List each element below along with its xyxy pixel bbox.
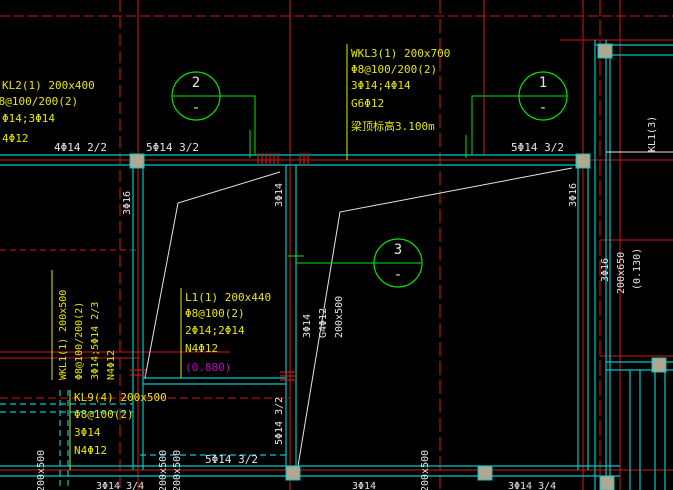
l1-line-1: L1(1) 200x440 xyxy=(185,291,271,304)
column-bottom-mid xyxy=(285,465,301,481)
rebar-top-right: 5Φ14 3/2 xyxy=(511,141,564,154)
wkl1-line-1: WKL1(1) 200x500 xyxy=(58,290,69,380)
axis-bubble-1: 1 - xyxy=(465,71,568,158)
rebar-bottom-col-a: 200x500 xyxy=(158,450,169,490)
rebar-ticks xyxy=(130,153,309,381)
kl1-right-label: KL1(3) xyxy=(647,116,658,152)
rebar-left-col: 3Φ16 xyxy=(122,191,133,215)
columns xyxy=(129,43,667,490)
axis-bubble-3: 3 - xyxy=(288,238,423,288)
wkl3-line-5: 梁顶标高3.100m xyxy=(351,119,435,133)
column-right-mid xyxy=(651,357,667,373)
wkl3-line-4: G6Φ12 xyxy=(351,97,384,110)
right-beam-line-3: (0.130) xyxy=(632,248,643,290)
label-wkl1: WKL1(1) 200x500 Φ8@100/200(2) 3Φ14;5Φ14 … xyxy=(51,270,117,380)
rebar-bottom-mid-2: 200x500 xyxy=(172,450,183,490)
column-top-far-right xyxy=(597,43,613,59)
l1-line-2: Φ8@100(2) xyxy=(185,307,245,320)
rebar-bottom-left-1: 3Φ14 3/4 xyxy=(96,481,144,490)
kl2-line-3: Φ14;3Φ14 xyxy=(2,112,55,125)
axis-1-number: 1 xyxy=(539,75,547,91)
l1-level: (0.880) xyxy=(185,361,231,374)
label-kl9: KL9(4) 200x500 Φ8@100(2) 3Φ14 N4Φ12 xyxy=(69,390,167,470)
rebar-top-mid: 5Φ14 3/2 xyxy=(146,141,199,154)
bottom-labels: 3Φ14 3/4 200x500 200x500 3Φ14 200x500 20… xyxy=(36,450,556,490)
label-kl2: KL2(1) 200x400 Φ8@100/200(2) Φ14;3Φ14 4Φ… xyxy=(0,79,95,145)
mid-beam-line-1: 3Φ14 xyxy=(302,314,313,338)
axis-bubble-2: 2 - xyxy=(171,71,256,158)
wkl3-line-1: WKL3(1) 200x700 xyxy=(351,47,450,60)
rebar-bottom-mid: 5Φ14 3/2 xyxy=(205,453,258,466)
wkl1-line-3: 3Φ14;5Φ14 2/3 xyxy=(90,302,101,380)
slab-line-left xyxy=(144,171,281,379)
kl2-line-1: KL2(1) 200x400 xyxy=(2,79,95,92)
rebar-bottom-left-2: 200x500 xyxy=(36,450,47,490)
kl9-line-1: KL9(4) 200x500 xyxy=(74,391,167,404)
kl9-line-2: Φ8@100(2) xyxy=(74,408,134,421)
right-beam-line-1: 3Φ16 xyxy=(600,258,611,282)
rebar-bottom-col-b: 3Φ14 3/4 xyxy=(508,481,556,490)
l1-line-4: N4Φ12 xyxy=(185,342,218,355)
axis-2-number: 2 xyxy=(192,75,200,91)
column-top-left xyxy=(129,153,145,169)
wkl3-line-2: Φ8@100/200(2) xyxy=(351,63,437,76)
l1-line-3: 2Φ14;2Φ14 xyxy=(185,324,245,337)
axis-3-sub: - xyxy=(394,267,402,283)
vertical-labels: 3Φ16 3Φ14 3Φ16 5Φ14 3/2 3Φ14 G4Φ12 200x5… xyxy=(122,116,673,445)
kl2-line-2: Φ8@100/200(2) xyxy=(0,95,78,108)
slab-lines xyxy=(144,167,573,467)
label-l1: L1(1) 200x440 Φ8@100(2) 2Φ14;2Φ14 N4Φ12 … xyxy=(180,288,271,378)
kl9-line-4: N4Φ12 xyxy=(74,444,107,457)
mid-beam-line-3: 200x500 xyxy=(334,296,345,338)
right-beam-line-2: 200x650 xyxy=(616,252,627,294)
rebar-top-left: 4Φ14 2/2 xyxy=(54,141,107,154)
wkl1-line-4: N4Φ12 xyxy=(106,350,117,380)
wkl1-line-2: Φ8@100/200(2) xyxy=(74,302,85,380)
column-bottom-right xyxy=(477,465,493,481)
rebar-mid-col-bottom: 5Φ14 3/2 xyxy=(274,397,285,445)
rebar-bottom-right-2: 200x500 xyxy=(420,450,431,490)
axis-1-sub: - xyxy=(539,100,547,116)
rebar-right-col: 3Φ16 xyxy=(568,183,579,207)
top-rebar-labels: 4Φ14 2/2 5Φ14 3/2 5Φ14 3/2 5Φ14 3/2 xyxy=(54,141,564,466)
kl9-line-3: 3Φ14 xyxy=(74,426,101,439)
axis-3-number: 3 xyxy=(394,242,402,258)
mid-beam-line-2: G4Φ12 xyxy=(318,308,329,338)
rebar-mid-col-top: 3Φ14 xyxy=(274,183,285,207)
column-top-right xyxy=(575,153,591,169)
axis-2-sub: - xyxy=(192,100,200,116)
wkl3-line-3: 3Φ14;4Φ14 xyxy=(351,79,411,92)
kl2-line-4: 4Φ12 xyxy=(2,132,29,145)
slab-line-right xyxy=(297,167,573,467)
column-bottom-far-right xyxy=(599,475,615,490)
label-wkl3: WKL3(1) 200x700 Φ8@100/200(2) 3Φ14;4Φ14 … xyxy=(346,44,450,160)
beam-outlines xyxy=(0,40,673,490)
rebar-bottom-right-1: 3Φ14 xyxy=(352,481,376,490)
